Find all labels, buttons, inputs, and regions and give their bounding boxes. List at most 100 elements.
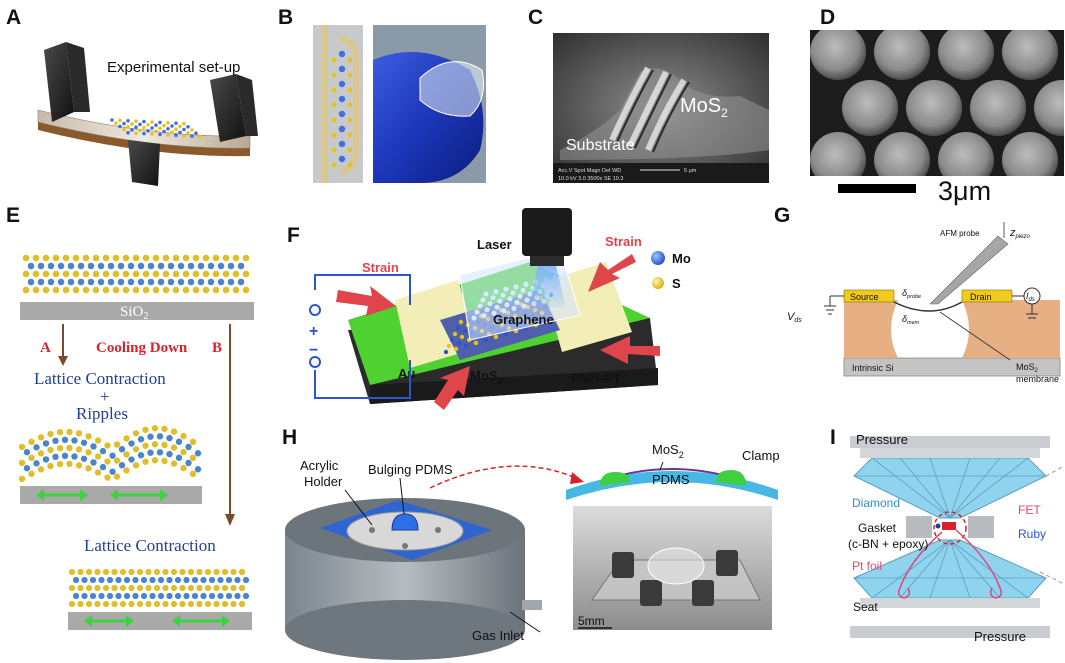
lattice-atom (127, 278, 135, 286)
pmnpt-label: PMN-PT (571, 371, 621, 386)
sample-atom (198, 134, 202, 139)
contracted-atom (72, 576, 80, 584)
rippled-atom (33, 444, 40, 451)
sample-atom (158, 120, 162, 125)
contracted-atom (230, 600, 237, 608)
lattice-atom (37, 278, 45, 286)
dashed-guide-bottom (1039, 571, 1065, 585)
rippled-atom (56, 444, 64, 452)
lattice-atom (182, 286, 190, 294)
lattice-atom (97, 278, 105, 286)
photo-screw-4 (716, 550, 738, 576)
chain-atom-s (347, 147, 353, 153)
rippled-atom (194, 466, 202, 473)
pt-foil-lead-left (897, 531, 943, 599)
panel-a: A Experimental set-up (6, 6, 258, 186)
lattice-atom (82, 286, 90, 294)
delta-probe-label: δprobe (902, 288, 921, 300)
rippled-atom (147, 449, 154, 456)
f-atom (446, 343, 452, 349)
rippled-atom (90, 443, 97, 450)
panel-label-h: H (282, 426, 297, 449)
mos2-lattice-initial (22, 254, 250, 294)
rippled-atom (80, 455, 88, 462)
f-atom (455, 325, 461, 331)
holder-label-1: Acrylic (300, 458, 339, 473)
panel-label-i: I (830, 426, 836, 449)
contracted-atom (153, 568, 161, 576)
rippled-atom (66, 444, 73, 452)
lattice-atom (157, 278, 165, 286)
sample-atom (110, 118, 114, 122)
contracted-atom (72, 592, 80, 600)
acrylic-holder (346, 511, 464, 551)
chain-atom-mo (338, 110, 346, 118)
flexible-wafer (419, 61, 484, 117)
lattice-atom (147, 278, 155, 286)
dashed-guide-top (1045, 465, 1065, 477)
lattice-atom (147, 262, 155, 270)
contracted-atom (94, 600, 101, 608)
diamond-facet-line (871, 457, 951, 519)
chain-atom-s (331, 162, 337, 168)
plus-terminal-label: + (309, 323, 318, 340)
contracted-atom (89, 576, 97, 584)
f-atom (483, 337, 489, 343)
rippled-atom (151, 441, 159, 448)
rippled-atom (85, 465, 92, 472)
contracted-atom (191, 576, 199, 584)
sample-atom (134, 119, 138, 123)
contracted-atom (153, 600, 161, 608)
lattice-atom (132, 286, 140, 294)
lattice-atom (82, 254, 90, 262)
substrate-label: Substrate (566, 137, 635, 154)
lattice-atom (117, 278, 125, 286)
mos2-lattice-contracted (68, 568, 250, 608)
rippled-atom (189, 454, 197, 462)
contracted-atom (119, 584, 127, 592)
dome (874, 30, 930, 80)
cooling-label: Cooling Down (96, 340, 188, 356)
membrane-label-1: MoS2 (1016, 362, 1039, 374)
bottom-seat (860, 598, 1040, 608)
lattice-atom (237, 278, 245, 286)
f-atom (462, 328, 468, 334)
fet-chip (942, 522, 956, 530)
pressure-bottom-label: Pressure (974, 629, 1026, 644)
lattice-atom (122, 270, 130, 278)
chain-atom-mo (338, 80, 346, 88)
graphene-label: Graphene (493, 312, 554, 327)
diamond-facet-line (949, 539, 971, 599)
contracted-atom (106, 576, 114, 584)
lattice-atom (232, 270, 240, 278)
rippled-atom (42, 440, 50, 447)
lattice-atom (47, 278, 55, 286)
chain-atom-s (331, 132, 337, 138)
fet-label: FET (1018, 503, 1041, 517)
rippled-atom (132, 430, 140, 437)
mos2-label-f: MoS2 (470, 368, 502, 386)
lattice-atom (242, 286, 250, 294)
rippled-atom (142, 442, 149, 449)
rippled-atom (56, 460, 64, 468)
rippled-atom (180, 464, 187, 472)
f-atom (473, 340, 479, 346)
bottom-piston (850, 626, 1050, 638)
lattice-atom (182, 270, 190, 278)
contracted-atom (68, 584, 76, 592)
diamond-facet-line (949, 457, 971, 519)
sample-atom (166, 133, 170, 137)
contracted-atom (221, 568, 229, 576)
lattice-atom (167, 278, 175, 286)
diamond-label: Diamond (852, 496, 900, 510)
contracted-atom (157, 576, 165, 584)
sample-atom (146, 129, 150, 133)
lattice-atom (187, 262, 195, 270)
sample-atom (150, 126, 154, 130)
diamond-facet-line (899, 457, 951, 519)
diamond-facets (854, 457, 1046, 599)
contracted-atom (162, 600, 169, 608)
rippled-atom (109, 452, 116, 459)
sio2-label: SiO2 (120, 304, 148, 322)
contracted-atom (77, 584, 84, 592)
